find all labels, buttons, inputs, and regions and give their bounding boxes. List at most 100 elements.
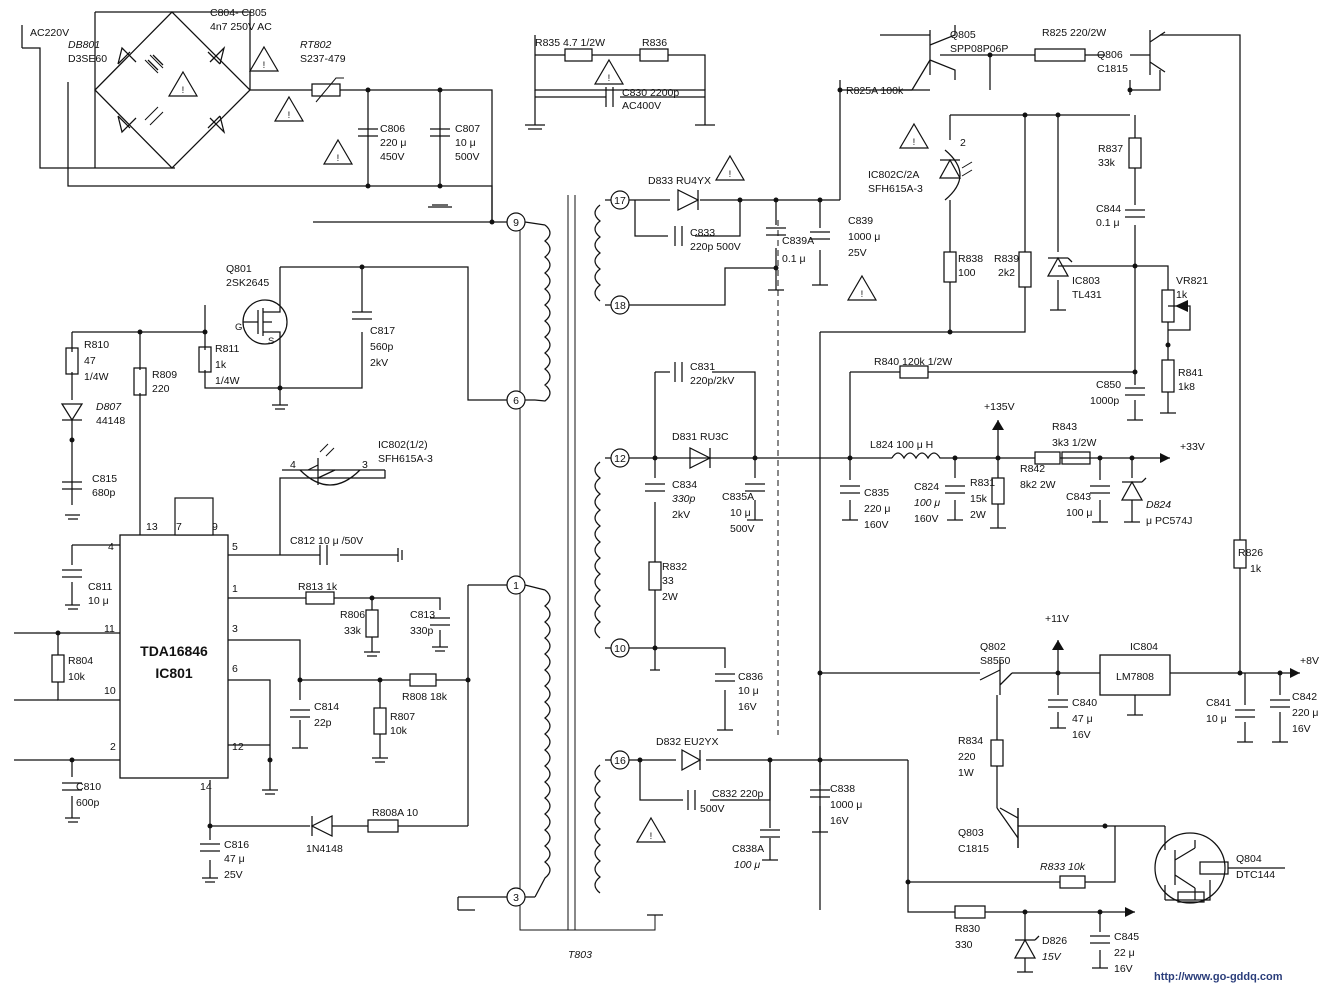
r832-v2: 2W	[662, 591, 678, 603]
warning-icon: !	[593, 58, 625, 85]
d807-label: D807	[96, 401, 122, 413]
r804-label: R804	[68, 655, 93, 667]
q801-type: 2SK2645	[226, 277, 269, 289]
resistor-r837	[1128, 137, 1142, 169]
warning-icon: !	[167, 70, 199, 97]
r839-value: 2k2	[998, 267, 1015, 279]
transistor-q803	[996, 807, 1019, 848]
r842-label: R842	[1020, 463, 1045, 475]
c807-v1: 10 μ	[455, 137, 476, 149]
resistor-r809	[133, 367, 147, 396]
cap-c839	[810, 231, 830, 240]
r806-label: R806	[340, 609, 365, 621]
cap-c807	[430, 128, 450, 137]
c838-label: C838	[830, 783, 855, 795]
c816-v2: 25V	[224, 869, 243, 881]
q806-type: C1815	[1097, 63, 1128, 75]
r835-label: R835 4.7 1/2W	[535, 37, 605, 49]
tl431-type: TL431	[1072, 289, 1102, 301]
cap-c842	[1270, 699, 1290, 708]
cap-c838a	[760, 829, 780, 838]
c840-label: C840	[1072, 697, 1097, 709]
r807-value: 10k	[390, 725, 408, 737]
c816-v1: 47 μ	[224, 853, 245, 865]
c839a-label: C839A	[782, 235, 814, 247]
r831-v1: 15k	[970, 493, 988, 505]
rt802-label: RT802	[300, 39, 331, 51]
c817-label: C817	[370, 325, 395, 337]
r807-label: R807	[390, 711, 415, 723]
ic801-ref: IC801	[155, 665, 193, 681]
svg-text:!: !	[608, 73, 611, 84]
resistor-r835	[564, 48, 593, 62]
warning-icon: !	[714, 154, 746, 181]
v135-label: +135V	[984, 401, 1015, 413]
rt802-value: S237-479	[300, 53, 346, 65]
diode-d833	[677, 188, 700, 212]
q804-type: DTC144	[1236, 869, 1275, 881]
pin-label: 9	[513, 217, 519, 229]
r811-v1: 1k	[215, 359, 227, 371]
opto-a-pin2: 2	[960, 137, 966, 149]
ic804-type: LM7808	[1116, 671, 1154, 683]
ic801-pin11: 11	[104, 623, 115, 635]
junction-dots	[55, 52, 1283, 915]
q803-label: Q803	[958, 827, 984, 839]
c831-value: 220p/2kV	[690, 375, 734, 387]
cap-c834	[645, 483, 665, 492]
resistor-r811	[198, 346, 212, 373]
q803-type: C1815	[958, 843, 989, 855]
r832-v1: 33	[662, 575, 674, 587]
ic801-pin2: 2	[110, 741, 116, 753]
c850-value: 1000p	[1090, 395, 1119, 407]
q806-label: Q806	[1097, 49, 1123, 61]
transistors	[242, 25, 1229, 904]
warning-icon: !	[248, 45, 280, 72]
c842-v1: 220 μ	[1292, 707, 1319, 719]
resistor-r810	[65, 347, 79, 375]
pin-label: 6	[513, 395, 519, 407]
r839-label: R839	[994, 253, 1019, 265]
c835a-v1: 10 μ	[730, 507, 751, 519]
pin-label: 10	[614, 643, 626, 655]
svg-text:!: !	[337, 153, 340, 164]
resistor-r830	[954, 905, 986, 919]
c843-value: 100 μ	[1066, 507, 1093, 519]
v8-label: +8V	[1300, 655, 1319, 667]
svg-text:!: !	[288, 110, 291, 121]
pin-label: 3	[513, 892, 519, 904]
r841-value: 1k8	[1178, 381, 1195, 393]
c813-label: C813	[410, 609, 435, 621]
d833-label: D833 RU4YX	[648, 175, 711, 187]
c807-v2: 500V	[455, 151, 480, 163]
resistor-r838	[943, 251, 957, 283]
svg-text:!: !	[650, 831, 653, 842]
c836-v2: 16V	[738, 701, 757, 713]
r826-label: R826	[1238, 547, 1263, 559]
resistor-r833	[1059, 875, 1086, 889]
resistor-r804	[51, 654, 65, 683]
diode-1n4148	[310, 814, 333, 838]
q805-type: SPP08P06P	[950, 43, 1008, 55]
v33-label: +33V	[1180, 441, 1205, 453]
ic801-top-tab	[174, 497, 214, 536]
c835-label: C835	[864, 487, 889, 499]
vr821-label: VR821	[1176, 275, 1208, 287]
wires	[14, 11, 1300, 972]
warning-icon: !	[846, 274, 878, 301]
cap-c841	[1235, 709, 1255, 718]
c839a-value: 0.1 μ	[782, 253, 806, 265]
r831-v2: 2W	[970, 509, 986, 521]
resistor-r843	[1061, 451, 1091, 465]
thermistor-rt802	[311, 83, 341, 97]
pin-label: 18	[614, 300, 626, 312]
cap-c806	[358, 128, 378, 137]
ic801-pin3: 3	[232, 623, 238, 635]
transformer-pins: 9 6 1 3 17 18 12 10 16	[506, 190, 630, 907]
c824-v1: 100 μ	[914, 497, 940, 509]
watermark-url: http://www.go-gddq.com	[1154, 971, 1283, 983]
c824-label: C824	[914, 481, 939, 493]
svg-text:!: !	[729, 169, 732, 180]
r810-v2: 1/4W	[84, 371, 109, 383]
ic801-labels: TDA16846 IC801 13 7 9 4 5 1 3 6 11 10 2 …	[104, 521, 244, 793]
